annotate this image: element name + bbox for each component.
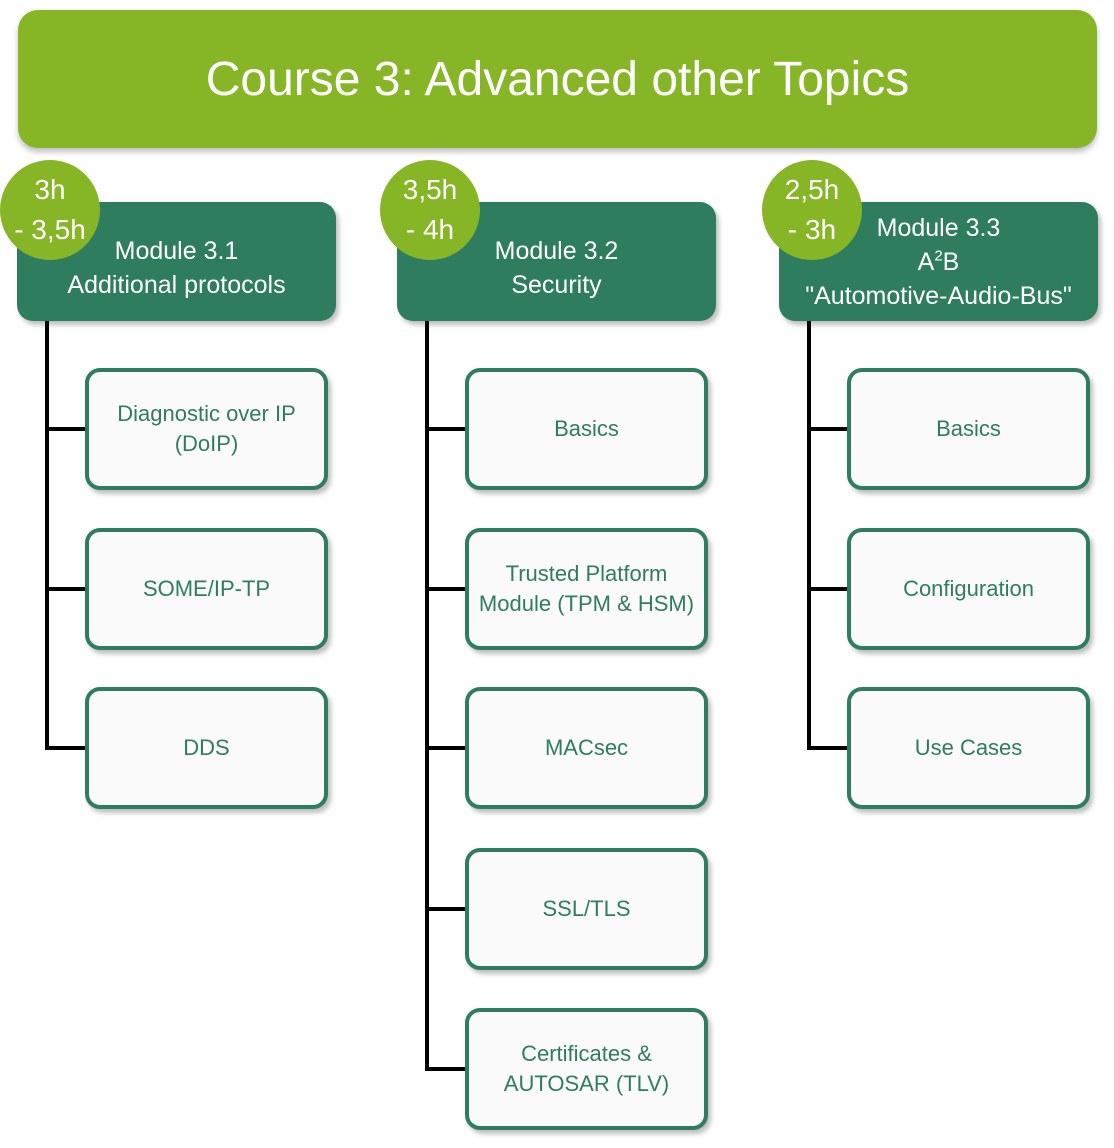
topic-label: AUTOSAR (TLV)	[503, 1071, 670, 1096]
topic-basics: Basics	[847, 368, 1090, 490]
topic-label: SSL/TLS	[542, 896, 631, 921]
connector-line	[425, 907, 465, 911]
duration-line: 3,5h	[402, 174, 458, 205]
connector-line	[425, 1067, 465, 1071]
connector-line	[425, 321, 429, 1071]
connector-line	[807, 587, 847, 591]
duration-badge: 3,5h - 4h	[380, 160, 480, 260]
module-number: Module 3.1	[114, 236, 239, 265]
duration-badge: 3h - 3,5h	[0, 160, 100, 260]
topic-label: MACsec	[544, 735, 629, 760]
duration-line: - 3,5h	[14, 214, 86, 245]
duration-line: 3h	[34, 174, 66, 205]
duration-line: - 3h	[787, 214, 837, 245]
module-3-2: Module 3.2 Security	[397, 202, 716, 321]
duration-line: - 4h	[405, 214, 455, 245]
module-name-superscript: 2	[934, 247, 943, 265]
topic-doip: Diagnostic over IP (DoIP)	[85, 368, 328, 490]
topic-tpm-hsm: Trusted Platform Module (TPM & HSM)	[465, 528, 708, 650]
connector-line	[807, 321, 811, 750]
connector-line	[807, 427, 847, 431]
connector-line	[425, 746, 465, 750]
topic-basics: Basics	[465, 368, 708, 490]
topic-label: Trusted Platform	[505, 561, 668, 586]
topic-label: (DoIP)	[174, 431, 239, 456]
course-title: Course 3: Advanced other Topics	[18, 10, 1097, 148]
connector-line	[425, 427, 465, 431]
topic-someip-tp: SOME/IP-TP	[85, 528, 328, 650]
topic-label: Basics	[554, 416, 619, 441]
module-subtitle: "Automotive-Audio-Bus"	[805, 281, 1072, 310]
module-name-part: B	[942, 247, 960, 276]
topic-dds: DDS	[85, 687, 328, 809]
module-number: Module 3.2	[494, 236, 619, 265]
connector-line	[45, 321, 49, 750]
duration-badge: 2,5h - 3h	[762, 160, 862, 260]
connector-line	[45, 746, 85, 750]
module-name: A2B	[779, 245, 1098, 279]
topic-macsec: MACsec	[465, 687, 708, 809]
topic-label: Module (TPM & HSM)	[478, 591, 695, 616]
connector-line	[425, 587, 465, 591]
topic-label: Use Cases	[914, 735, 1023, 760]
module-name-part: A	[917, 247, 935, 276]
topic-label: Basics	[936, 416, 1001, 441]
topic-label: Diagnostic over IP	[117, 401, 296, 426]
connector-line	[45, 427, 85, 431]
connector-line	[807, 746, 847, 750]
topic-configuration: Configuration	[847, 528, 1090, 650]
topic-use-cases: Use Cases	[847, 687, 1090, 809]
topic-label: Certificates &	[521, 1041, 652, 1066]
module-name: Security	[511, 270, 602, 299]
module-name: Additional protocols	[67, 270, 286, 299]
topic-label: SOME/IP-TP	[142, 576, 271, 601]
connector-line	[45, 587, 85, 591]
topic-label: Configuration	[903, 576, 1034, 601]
duration-line: 2,5h	[784, 174, 840, 205]
topic-certificates: Certificates & AUTOSAR (TLV)	[465, 1008, 708, 1130]
topic-ssl-tls: SSL/TLS	[465, 848, 708, 970]
topic-label: DDS	[183, 735, 230, 760]
module-number: Module 3.3	[876, 213, 1001, 242]
